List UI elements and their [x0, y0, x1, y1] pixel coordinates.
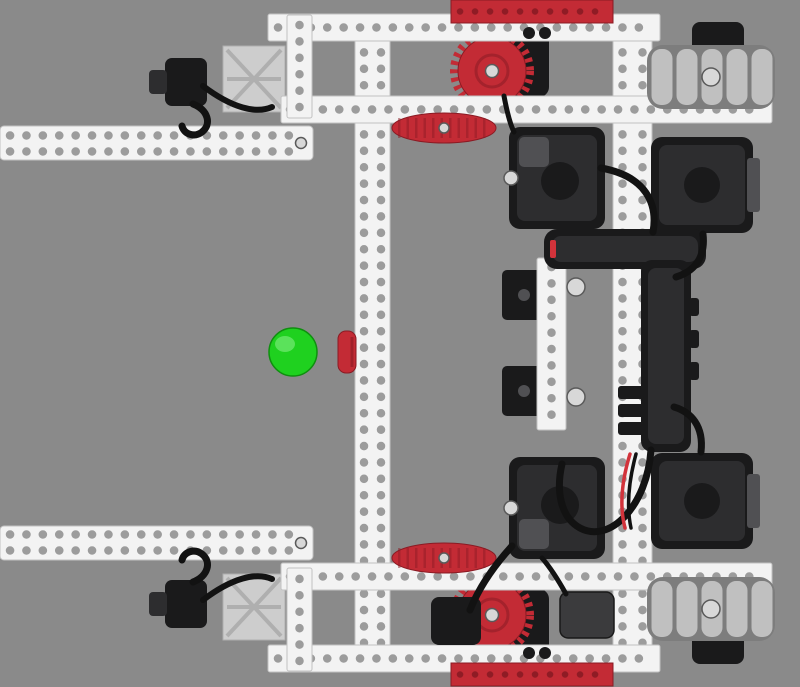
- motor-cable-loop: [556, 446, 655, 536]
- battery-top: [552, 236, 698, 262]
- brain-top: [648, 268, 684, 444]
- sensor-cable: [539, 555, 569, 597]
- ball-highlight: [275, 336, 295, 352]
- motor-front-top: [503, 126, 606, 230]
- mount-block-lower: [502, 366, 546, 416]
- mount-block-upper: [502, 270, 546, 320]
- power-cables: [466, 93, 707, 614]
- motor-cable: [597, 164, 658, 236]
- flat-gear-bottom: [392, 543, 496, 573]
- motor-cable: [466, 542, 516, 614]
- motor-front-bottom: [503, 456, 606, 560]
- brain-tab: [618, 422, 644, 435]
- spacer-lower: [566, 387, 586, 407]
- battery-pack: [544, 229, 706, 269]
- battery-wire-black: [626, 452, 638, 530]
- motor-right-bottom: [651, 453, 760, 549]
- front-vertical-beam-top: [287, 15, 312, 118]
- chassis-left-rail: [354, 25, 391, 663]
- brain-tab: [618, 404, 644, 417]
- brain-port: [689, 330, 699, 348]
- omni-wheel-bottom-right: [646, 576, 776, 642]
- fork-arm-top: [0, 126, 313, 160]
- green-ball: [268, 327, 318, 377]
- motor-right-top: [651, 137, 760, 233]
- motor-cable-top: [501, 93, 517, 135]
- motor-cable: [670, 403, 705, 456]
- block-detail: [518, 289, 530, 301]
- motor-cable: [672, 230, 707, 281]
- brain-port: [689, 362, 699, 380]
- fork-arm-bottom: [0, 526, 313, 560]
- battery-connector: [550, 240, 556, 258]
- omni-wheel-top-right: [646, 44, 776, 110]
- sensor-box-bottom: [559, 591, 615, 639]
- brain-tab: [618, 386, 644, 399]
- center-beam: [536, 257, 567, 431]
- front-vertical-beam-bottom: [287, 568, 312, 671]
- brain-unit: [618, 260, 699, 452]
- block-detail: [518, 385, 530, 397]
- ball-body: [268, 327, 318, 377]
- red-bumper: [337, 330, 357, 374]
- battery-wire-red: [620, 452, 632, 530]
- spacer-upper: [566, 277, 586, 297]
- brain-port: [689, 298, 699, 316]
- sensor-body: [559, 591, 615, 639]
- flat-gear-top: [392, 113, 496, 143]
